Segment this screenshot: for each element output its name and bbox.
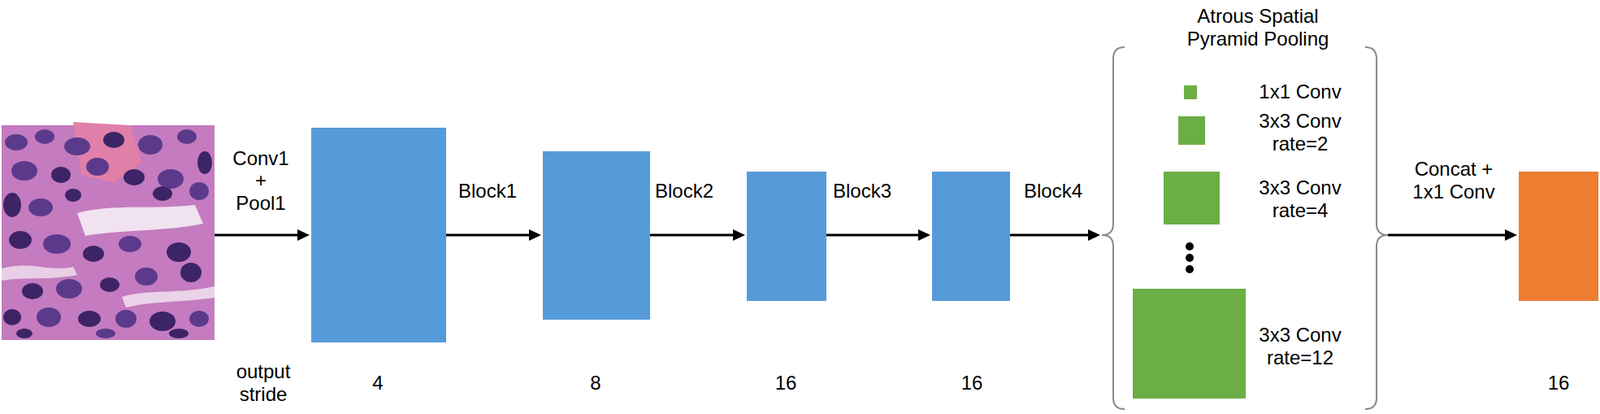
branch-square xyxy=(1163,171,1220,225)
conv-branch: 3x3 Conv rate=12 xyxy=(1132,288,1346,399)
histology-image xyxy=(1,121,215,340)
conv-branch: 1x1 Conv xyxy=(1183,80,1346,104)
stage-label: Block3 xyxy=(832,179,892,203)
stride-value: 4 xyxy=(372,371,383,395)
conv-branch: 3x3 Conv rate=4 xyxy=(1163,171,1346,225)
group-title: Atrous Spatial Pyramid Pooling xyxy=(1180,4,1336,50)
stride-value: 16 xyxy=(961,371,984,395)
stride-value: 16 xyxy=(775,371,798,395)
branch-square xyxy=(1132,288,1246,399)
stage-label: Block1 xyxy=(458,179,517,203)
branch-label: 1x1 Conv xyxy=(1254,80,1346,104)
stage-label: Conv1 + Pool1 xyxy=(228,147,294,215)
conv-branch: 3x3 Conv rate=2 xyxy=(1178,109,1346,155)
aspp-braces xyxy=(1101,47,1388,409)
ellipsis-dots xyxy=(1185,242,1194,274)
stage-label: Block4 xyxy=(1023,179,1083,203)
feature-maps xyxy=(311,127,1599,343)
stride-value: 8 xyxy=(589,371,601,395)
branch-label: 3x3 Conv rate=4 xyxy=(1254,176,1346,222)
branch-label: 3x3 Conv rate=2 xyxy=(1254,109,1346,155)
stride-value: 16 xyxy=(1547,371,1570,395)
row-header: output stride xyxy=(222,359,304,405)
stage-label: Concat + 1x1 Conv xyxy=(1407,157,1501,203)
branch-label: 3x3 Conv rate=12 xyxy=(1254,323,1346,369)
branch-square xyxy=(1178,116,1206,145)
stage-label: Block2 xyxy=(654,179,714,203)
flow-arrows xyxy=(214,229,1518,241)
branch-square xyxy=(1183,85,1197,100)
